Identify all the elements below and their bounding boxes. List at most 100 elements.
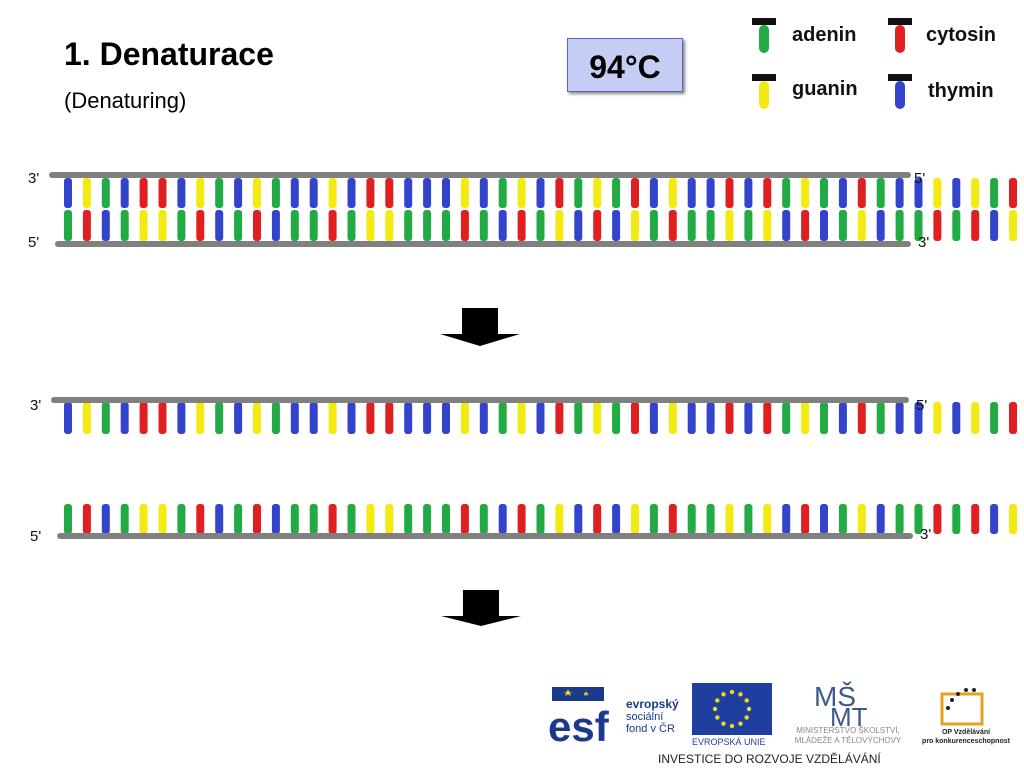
ds-top-base-G xyxy=(668,178,677,208)
ds-bottom-base-C xyxy=(196,210,205,241)
ss-bottom-base-G xyxy=(555,504,564,534)
eu-star xyxy=(729,689,735,695)
ss-bottom-base-T xyxy=(215,504,224,534)
ss-top-base-A xyxy=(215,402,224,434)
ss-top-base-G xyxy=(517,402,526,434)
ss-top-base-T xyxy=(120,402,129,434)
ds-bottom-base-C xyxy=(668,210,677,241)
ss-top-base-G xyxy=(253,402,261,434)
ss-top-base-T xyxy=(309,402,318,434)
ds-top-base-G xyxy=(801,178,810,208)
ss-top-base-A xyxy=(574,402,583,434)
ds-top-base-G xyxy=(460,178,469,208)
ds-bottom-base-A xyxy=(838,210,847,241)
ds-bottom-base-G xyxy=(139,210,148,241)
ss-bottom-base-A xyxy=(838,504,847,534)
ds-bottom-base-G xyxy=(763,210,772,241)
msmt-line1: MINISTERSTVO ŠKOLSTVÍ, xyxy=(796,726,900,735)
ss-bottom-base-G xyxy=(857,504,866,534)
ds-top-base-T xyxy=(744,178,753,208)
ds-bottom-base-C xyxy=(253,210,261,241)
ds-top-base-T xyxy=(177,178,186,208)
ds-bottom-base-A xyxy=(423,210,432,241)
ds-top-base-C xyxy=(139,178,148,208)
ss-top-base-T xyxy=(177,402,186,434)
ss-top-base-C xyxy=(763,402,772,434)
ss-bottom-base-A xyxy=(914,504,923,534)
ds-top-base-A xyxy=(271,178,280,208)
ds-bottom-base-A xyxy=(64,210,72,241)
ss-bottom-base-G xyxy=(763,504,772,534)
ss-bottom-base-G xyxy=(1009,504,1017,534)
op-line2: pro konkurenceschopnost xyxy=(922,738,1010,745)
ss-bottom-base-A xyxy=(744,504,753,534)
footer-logos: esf evropský sociální fond v ČR EVROPSKÁ… xyxy=(546,680,1016,770)
ss-bottom-base-T xyxy=(612,504,621,534)
ss-bottom-base-C xyxy=(460,504,469,534)
eu-label: EVROPSKÁ UNIE xyxy=(692,737,766,747)
ss-top-base-C xyxy=(1009,402,1017,434)
ds-top-base-C xyxy=(631,178,639,208)
ss-top-base-T xyxy=(290,402,299,434)
ds-bottom-base-A xyxy=(234,210,243,241)
ss-bottom-base-A xyxy=(423,504,432,534)
slide-title: 1. Denaturace xyxy=(64,36,274,72)
ds-bottom-base-T xyxy=(215,210,224,241)
ss-top-base-T xyxy=(952,402,961,434)
ds-bottom-base-A xyxy=(404,210,413,241)
ds-top-base-C xyxy=(555,178,564,208)
ds-top-base-T xyxy=(536,178,545,208)
ds-top-base-T xyxy=(706,178,715,208)
strand1-five-prime-label: 5' xyxy=(914,170,926,187)
ds-top-base-A xyxy=(215,178,224,208)
esf-line1: evropský xyxy=(626,697,679,711)
ss-bottom-base-A xyxy=(706,504,715,534)
esf-line2: sociální xyxy=(626,711,664,723)
ds-top-base-C xyxy=(385,178,394,208)
ss-top-base-C xyxy=(366,402,375,434)
ds-bottom-base-T xyxy=(498,210,507,241)
ss-top-base-G xyxy=(328,402,337,434)
slide-subtitle: (Denaturing) xyxy=(64,88,187,113)
ss-top-base-C xyxy=(725,402,734,434)
ss-top-base-C xyxy=(631,402,639,434)
ds-bottom-base-A xyxy=(536,210,545,241)
eu-star xyxy=(738,721,743,726)
eu-star xyxy=(712,706,718,712)
ds-top-base-G xyxy=(196,178,205,208)
eu-star xyxy=(715,715,720,720)
ss-bottom-base-T xyxy=(271,504,280,534)
ds-top-base-A xyxy=(574,178,583,208)
msmt-logo-icon: MŠ MT xyxy=(814,681,868,732)
ds-top-base-T xyxy=(442,178,450,208)
ds-top-base-G xyxy=(82,178,91,208)
ds-top-base-G xyxy=(593,178,602,208)
ss-top-base-A xyxy=(990,402,999,434)
ds-top-base-C xyxy=(763,178,772,208)
ds-bottom-base-A xyxy=(120,210,129,241)
ds-top-base-C xyxy=(1009,178,1017,208)
eu-star xyxy=(744,715,749,720)
op-text: OP Vzdělávání pro konkurenceschopnost xyxy=(916,728,1016,746)
ds-bottom-base-A xyxy=(895,210,904,241)
eu-star xyxy=(738,692,743,697)
ds-top-base-A xyxy=(612,178,621,208)
esf-text: evropský sociální fond v ČR xyxy=(626,698,679,735)
ss-top-base-C xyxy=(385,402,394,434)
strand2-five-prime-label: 5' xyxy=(28,234,40,251)
ss-top-base-T xyxy=(687,402,696,434)
ss-top-base-A xyxy=(782,402,791,434)
ds-bottom-base-G xyxy=(725,210,734,241)
strand3-three-prime-label: 3' xyxy=(30,397,42,414)
ss-top-base-T xyxy=(744,402,753,434)
ss-top-base-C xyxy=(139,402,148,434)
ds-bottom-base-A xyxy=(309,210,318,241)
ds-bottom-base-C xyxy=(517,210,526,241)
ss-top-base-A xyxy=(820,402,828,434)
ds-bottom-base-A xyxy=(442,210,450,241)
ss-bottom-base-A xyxy=(64,504,72,534)
eu-star xyxy=(746,706,752,712)
eu-star xyxy=(715,698,720,703)
ds-top-base-A xyxy=(820,178,828,208)
ss-bottom-base-C xyxy=(196,504,205,534)
